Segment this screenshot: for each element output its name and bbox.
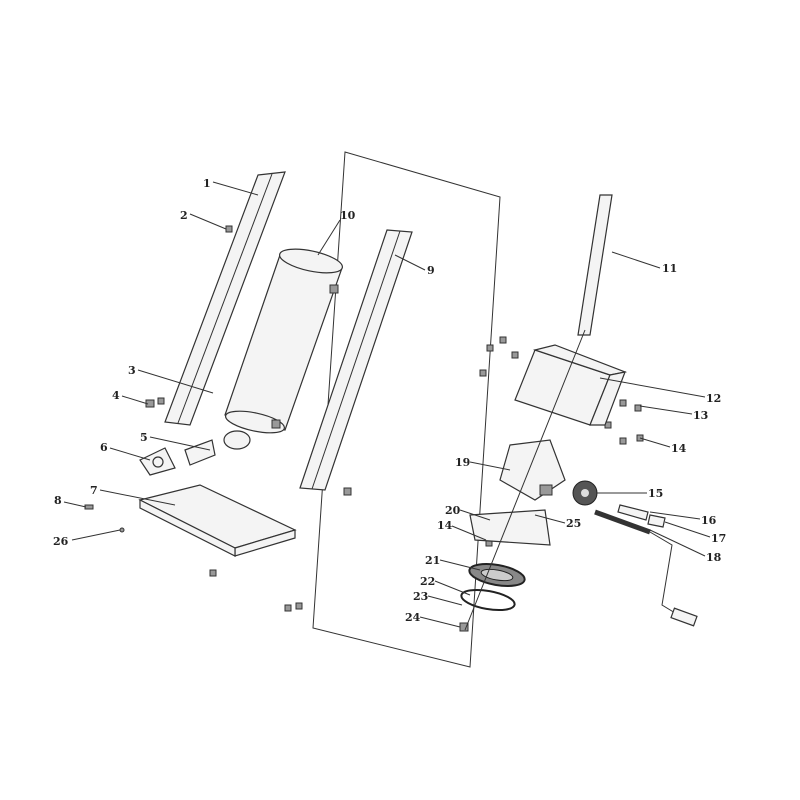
label-part-12: 12 <box>706 392 721 405</box>
label-part-9: 9 <box>427 264 435 277</box>
label-part-3: 3 <box>128 364 136 377</box>
fasteners <box>84 225 644 632</box>
label-part-18: 18 <box>706 551 722 564</box>
label-part-15: 15 <box>648 487 663 500</box>
label-part-1: 1 <box>203 177 211 190</box>
label-part-16: 16 <box>701 514 717 527</box>
part-gear-block <box>499 439 566 501</box>
label-part-13: 13 <box>693 409 708 422</box>
label-part-14: 14 <box>671 442 687 455</box>
label-part-25: 25 <box>566 517 581 530</box>
label-part-4: 4 <box>112 389 120 402</box>
part-gear <box>572 480 598 506</box>
center-axis <box>464 329 586 631</box>
part-ring-gear <box>468 563 526 587</box>
label-part-2: 2 <box>180 209 188 222</box>
label-part-20: 20 <box>445 504 461 517</box>
label-part-21: 21 <box>425 554 440 567</box>
part-cylinder <box>224 248 343 434</box>
part-nozzle <box>139 430 251 476</box>
part-base-plate <box>138 484 297 557</box>
leader-lines <box>63 181 711 628</box>
label-part-19: 19 <box>455 456 470 469</box>
label-part-10: 10 <box>340 209 356 222</box>
label-part-22: 22 <box>420 575 435 588</box>
label-part-17: 17 <box>711 532 726 545</box>
part-rod <box>577 194 613 336</box>
label-part-11: 11 <box>662 262 677 275</box>
part-left-rail <box>164 171 286 426</box>
label-part-24: 24 <box>405 611 421 624</box>
label-part-7: 7 <box>90 484 98 497</box>
label-part-26: 26 <box>53 535 69 548</box>
label-part-23: 23 <box>413 590 428 603</box>
part-crank <box>594 504 698 627</box>
part-o-ring <box>460 588 516 612</box>
part-right-rail <box>299 229 413 491</box>
label-part-6: 6 <box>100 441 108 454</box>
part-housing <box>514 344 628 426</box>
label-part-14-lower: 14 <box>437 519 453 532</box>
label-part-5: 5 <box>140 431 148 444</box>
part-plate <box>469 509 551 546</box>
label-part-8: 8 <box>54 494 62 507</box>
